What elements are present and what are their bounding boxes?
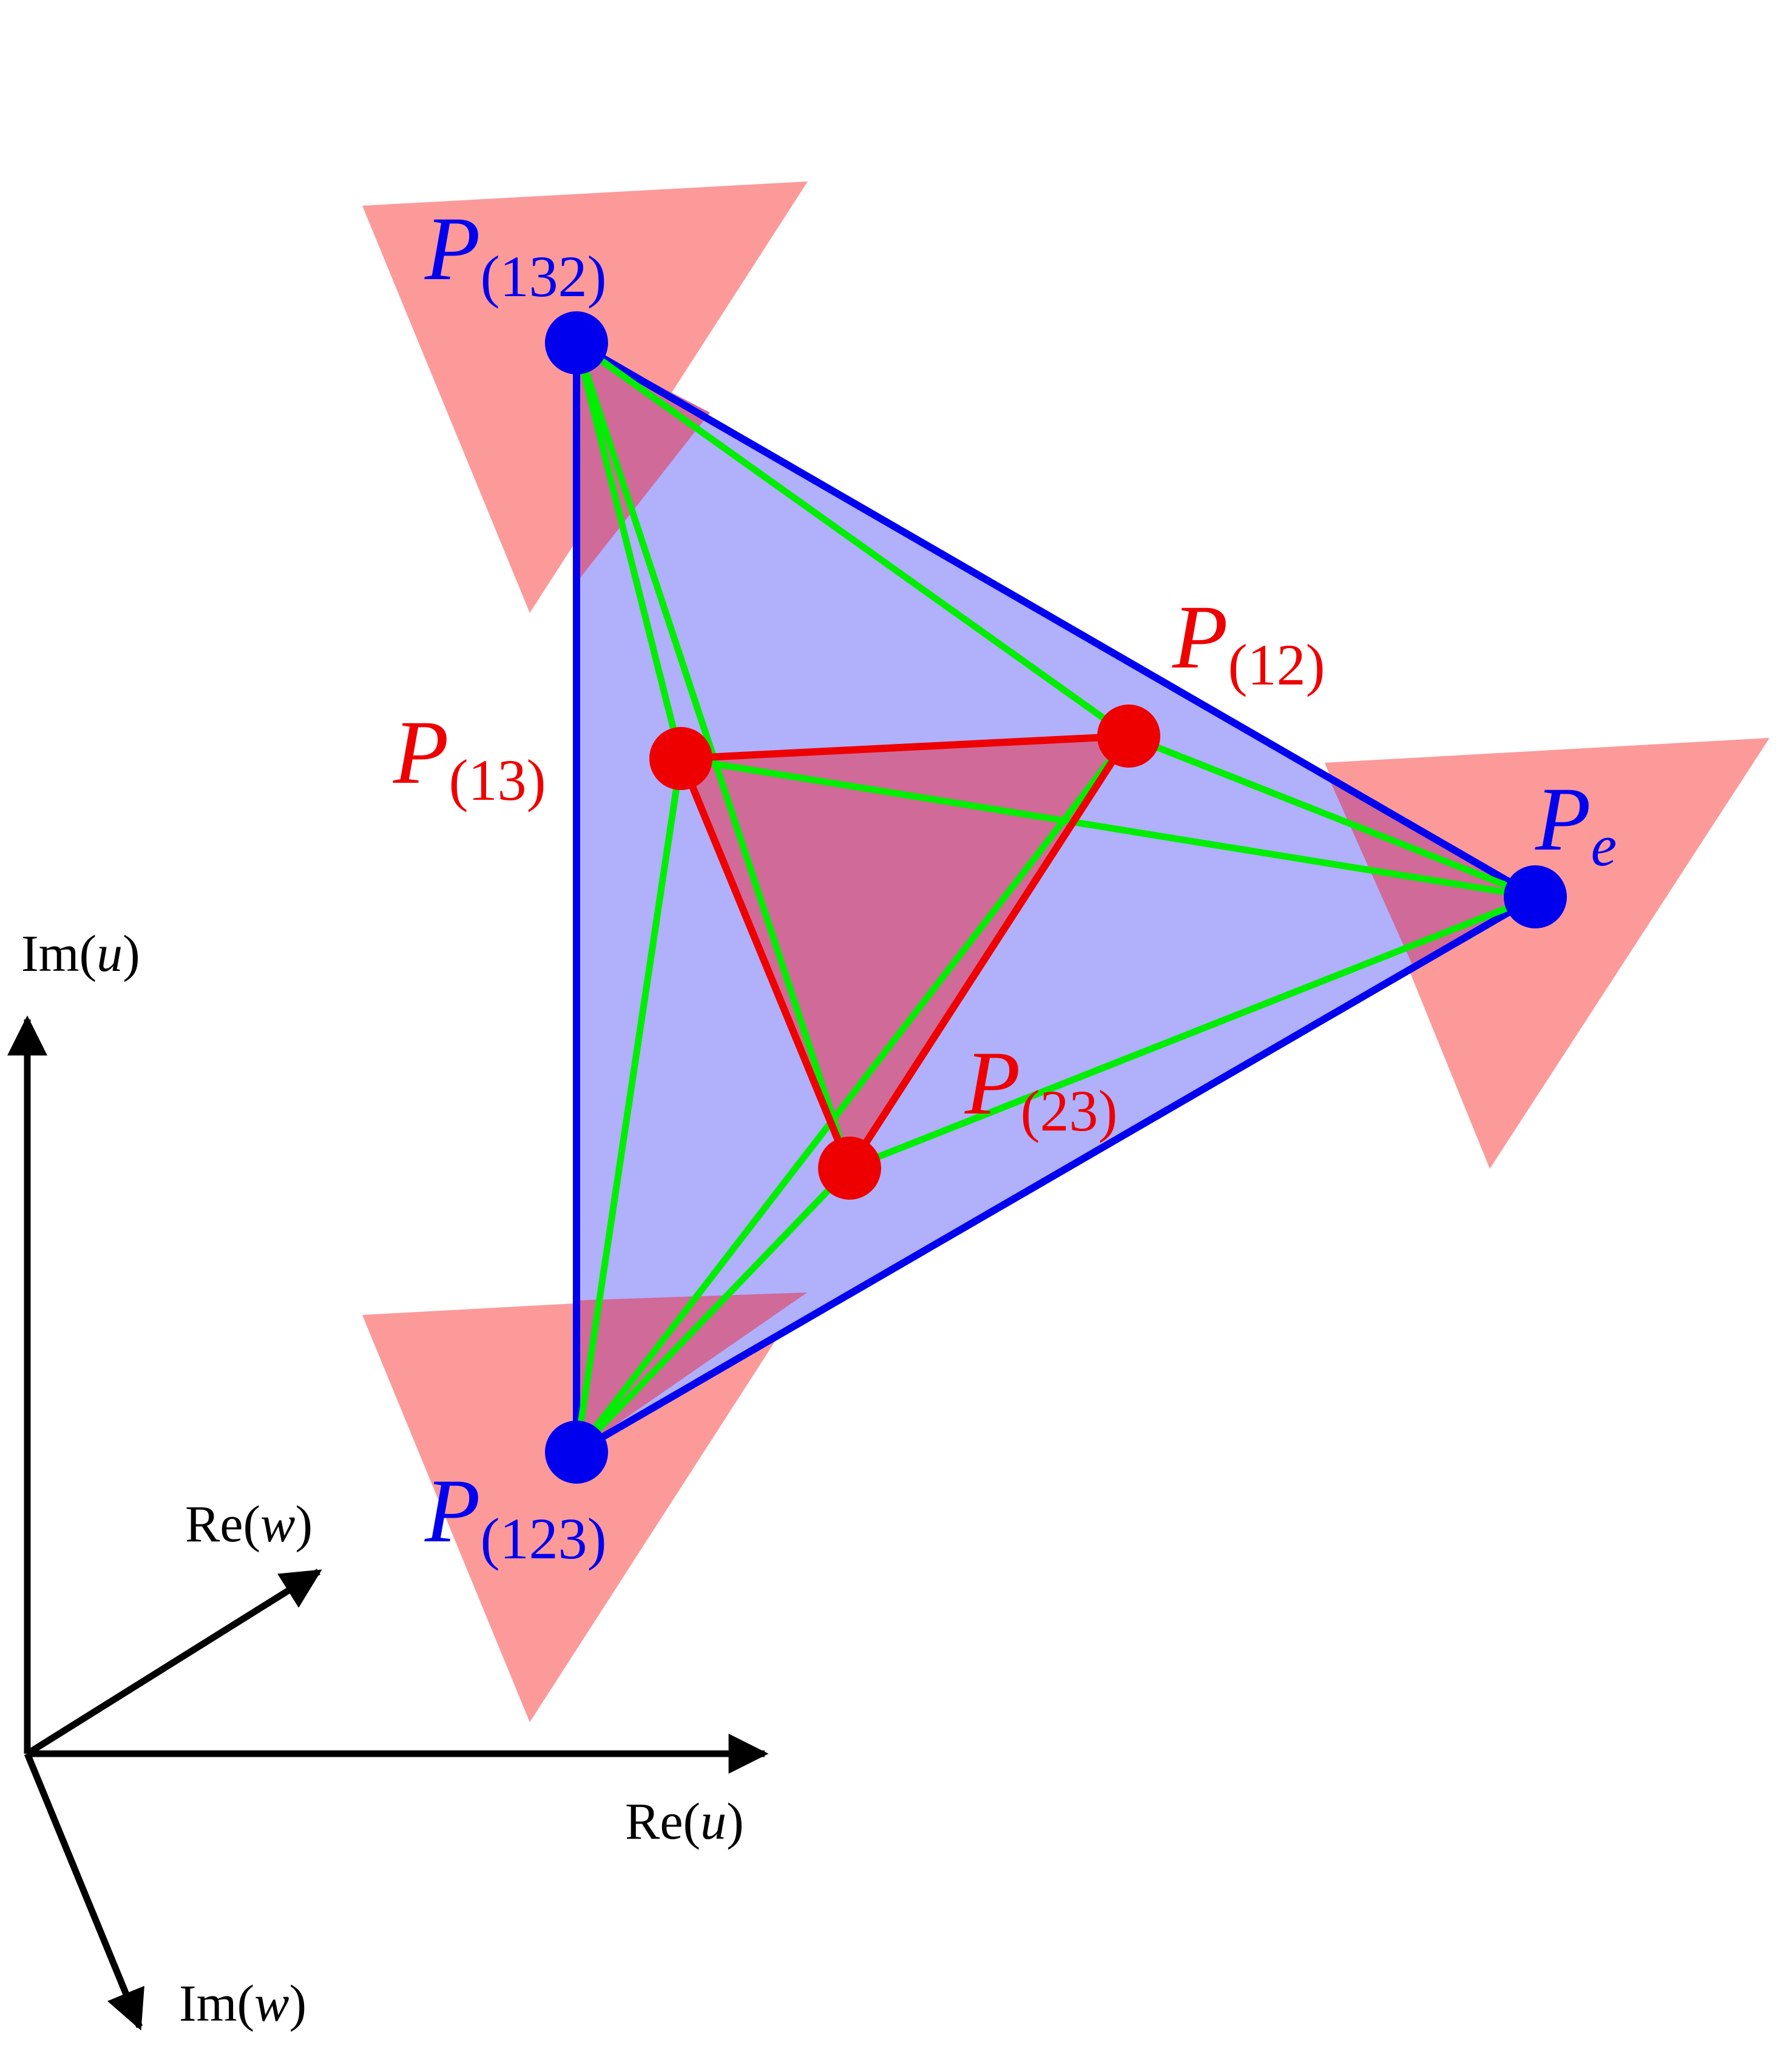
axis-re-w [25, 1569, 322, 1757]
vertex-p23-dot [818, 1137, 881, 1200]
axis-label-re-w: Re(w) [185, 1495, 313, 1553]
inner-edge-right [846, 734, 1132, 1171]
vertex-p13-dot [649, 727, 712, 790]
outer-edge-top [574, 339, 1538, 901]
vertex-p132-dot [545, 311, 608, 374]
inner-edge-top [680, 732, 1129, 762]
axis-im-w [24, 1752, 144, 2031]
vertex-p12-dot [1097, 705, 1160, 768]
label-p132: P(132) [424, 198, 607, 309]
overlap-right [1329, 779, 1535, 968]
outer-triangle-face [576, 343, 1535, 1452]
label-pe: Pe [1535, 769, 1617, 878]
vertex-pe-dot [1504, 865, 1567, 928]
label-p13: P(13) [393, 702, 546, 813]
inner-edge-left [677, 757, 853, 1170]
axis-label-im-w: Im(w) [179, 1974, 306, 2032]
vertex-p123-dot [545, 1421, 608, 1484]
label-p12: P(12) [1172, 587, 1325, 697]
outer-edge-bottom [574, 893, 1538, 1456]
inner-triangle-face [681, 736, 1129, 1168]
axis-label-re-u: Re(u) [625, 1792, 744, 1850]
label-p123: P(123) [424, 1461, 607, 1571]
axis-label-im-u: Im(u) [21, 924, 140, 982]
pink-triangle-bottom [362, 1291, 808, 1722]
overlap-bottom [576, 1293, 807, 1452]
green-edges [573, 340, 1537, 1455]
label-p23: P(23) [964, 1033, 1118, 1143]
